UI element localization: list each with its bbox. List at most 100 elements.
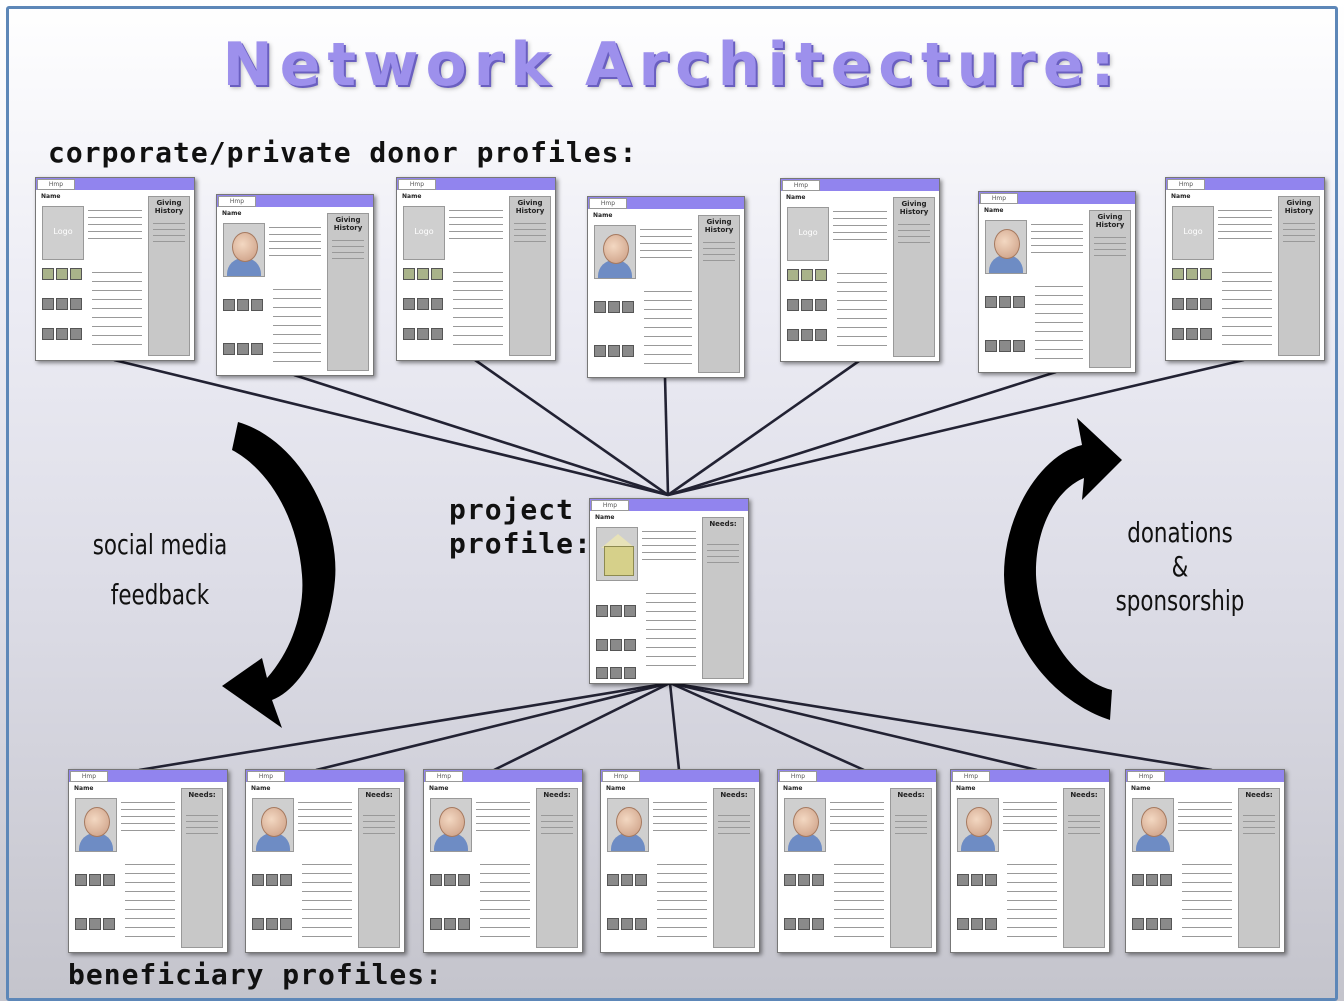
card-picture [957,798,999,852]
sidebar-line [1243,821,1275,822]
info-line [1003,802,1057,803]
card-thumbnail [431,298,443,310]
card-title-bar [601,770,759,782]
card-thumbnail [610,667,622,679]
blog-line [834,927,884,928]
sidebar-line [1068,833,1100,834]
sidebar-line [707,562,739,563]
card-thumbnail [621,874,633,886]
logo-placeholder: Logo [1183,227,1203,236]
blog-line [1035,322,1083,323]
blog-line [273,361,321,362]
blog-line [92,326,142,327]
blog-line [453,290,503,291]
right-label-line3: sponsorship [1115,584,1245,617]
card-logo-tab: Hmp [425,771,463,782]
card-thumbnail [1132,874,1144,886]
card-thumbnail [70,298,82,310]
sidebar-line [1094,237,1126,238]
blog-line [644,300,692,301]
blog-line [480,918,530,919]
info-line [640,243,692,244]
card-thumbnail [252,918,264,930]
blog-line [657,927,707,928]
info-line [830,809,884,810]
card-logo-tab: Hmp [70,771,108,782]
card-thumbnail [103,874,115,886]
blog-line [92,281,142,282]
card-thumbnail [608,301,620,313]
card-thumbnail [444,918,456,930]
blog-line [1222,299,1272,300]
card-logo-tab: Hmp [218,196,256,207]
blog-line [646,638,696,639]
card-sidebar-heading: Giving History [1284,199,1314,215]
card-sidebar: Needs: [536,788,578,948]
card-thumbnail [635,874,647,886]
logo-placeholder: Logo [53,227,73,236]
sidebar-line [1094,243,1126,244]
info-line [1031,252,1083,253]
blog-line [1222,290,1272,291]
card-sidebar: Giving History [509,196,551,356]
info-line [449,217,503,218]
avatar-face [232,232,258,262]
card-thumbnail [812,874,824,886]
blog-line [834,873,884,874]
info-line [1178,802,1232,803]
project-label-line2: profile: [449,527,592,560]
card-thumbnail [801,299,813,311]
blog-line [1007,909,1057,910]
blog-line [273,352,321,353]
blog-line [302,873,352,874]
card-thumbnail [1186,328,1198,340]
blog-line [480,891,530,892]
info-line [269,255,321,256]
blog-line [273,325,321,326]
sidebar-line [703,254,735,255]
card-thumbnail [430,874,442,886]
sidebar-line [898,236,930,237]
info-line [88,217,142,218]
diagram-frame [6,6,1338,1001]
blog-line [837,345,887,346]
info-line [1178,809,1232,810]
blog-line [1035,349,1083,350]
logo-placeholder: Logo [414,227,434,236]
avatar-body [79,833,113,851]
sidebar-line [153,229,185,230]
info-line [1031,231,1083,232]
card-name-label: Name [984,207,1004,214]
blog-line [453,272,503,273]
info-line [298,809,352,810]
sidebar-line [703,248,735,249]
blog-line [273,316,321,317]
card-thumbnail [971,918,983,930]
card-thumbnail [801,329,813,341]
card-thumbnail [70,268,82,280]
card-thumbnail [624,667,636,679]
blog-line [480,909,530,910]
blog-line [302,927,352,928]
card-title-bar [979,192,1135,204]
blog-line [1182,864,1232,865]
info-line [121,802,175,803]
card-picture [985,220,1027,274]
blog-line [1182,900,1232,901]
sidebar-line [186,821,218,822]
avatar-face [1141,807,1167,837]
sidebar-line [1068,827,1100,828]
left-label-line2: feedback [110,578,210,611]
blog-line [273,334,321,335]
sidebar-line [895,821,927,822]
card-thumbnail [430,918,442,930]
blog-line [657,900,707,901]
card-thumbnail [237,343,249,355]
